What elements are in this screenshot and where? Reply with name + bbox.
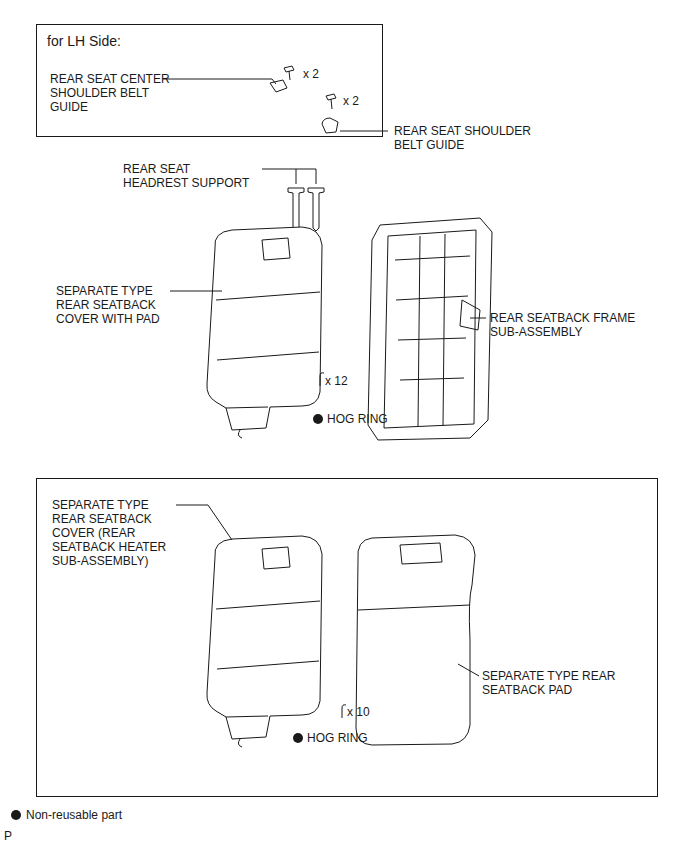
- belt-guide: [270, 80, 287, 92]
- part-name: REAR SEAT CENTER SHOULDER BELT GUIDE: [50, 72, 180, 114]
- screw: [326, 94, 336, 109]
- group-heading: for LH Side:: [47, 33, 121, 49]
- part-name: REAR SEAT SHOULDER BELT GUIDE: [394, 124, 559, 152]
- group-box: for LH Side: REAR SEAT CENTER SHOULDER BE…: [36, 24, 383, 137]
- quantity: x 2: [303, 67, 319, 81]
- non-reusable-mark: [313, 414, 323, 424]
- belt-guide: [322, 118, 338, 133]
- non-reusable-mark: [293, 733, 303, 743]
- quantity: x 2: [343, 94, 359, 108]
- part-name: REAR SEAT HEADREST SUPPORT: [123, 162, 258, 190]
- hog-ring-icon: [342, 705, 346, 718]
- seatback-cover: [207, 227, 322, 438]
- legend-mark: [11, 810, 21, 820]
- screw: [284, 66, 294, 80]
- part-name: SEPARATE TYPE REAR SEATBACK PAD: [482, 669, 622, 697]
- seatback-frame: [368, 218, 492, 440]
- group-frame: [37, 479, 658, 797]
- part-name: SEPARATE TYPE REAR SEATBACK COVER WITH P…: [56, 284, 168, 326]
- seatback-pad: [356, 535, 475, 745]
- part-name: REAR SEATBACK FRAME SUB-ASSEMBLY: [490, 311, 640, 339]
- part-name: HOG RING: [327, 412, 388, 426]
- headrest-support: [308, 188, 324, 231]
- quantity: x 12: [325, 374, 348, 388]
- headrest-support: [288, 188, 304, 231]
- part-name: SEPARATE TYPE REAR SEATBACK COVER (REAR …: [52, 498, 176, 568]
- part-name: HOG RING: [307, 731, 368, 745]
- figure-code: P: [4, 829, 12, 843]
- quantity: x 10: [347, 705, 370, 719]
- legend-text: Non-reusable part: [26, 808, 122, 822]
- hog-ring-icon: [320, 373, 324, 386]
